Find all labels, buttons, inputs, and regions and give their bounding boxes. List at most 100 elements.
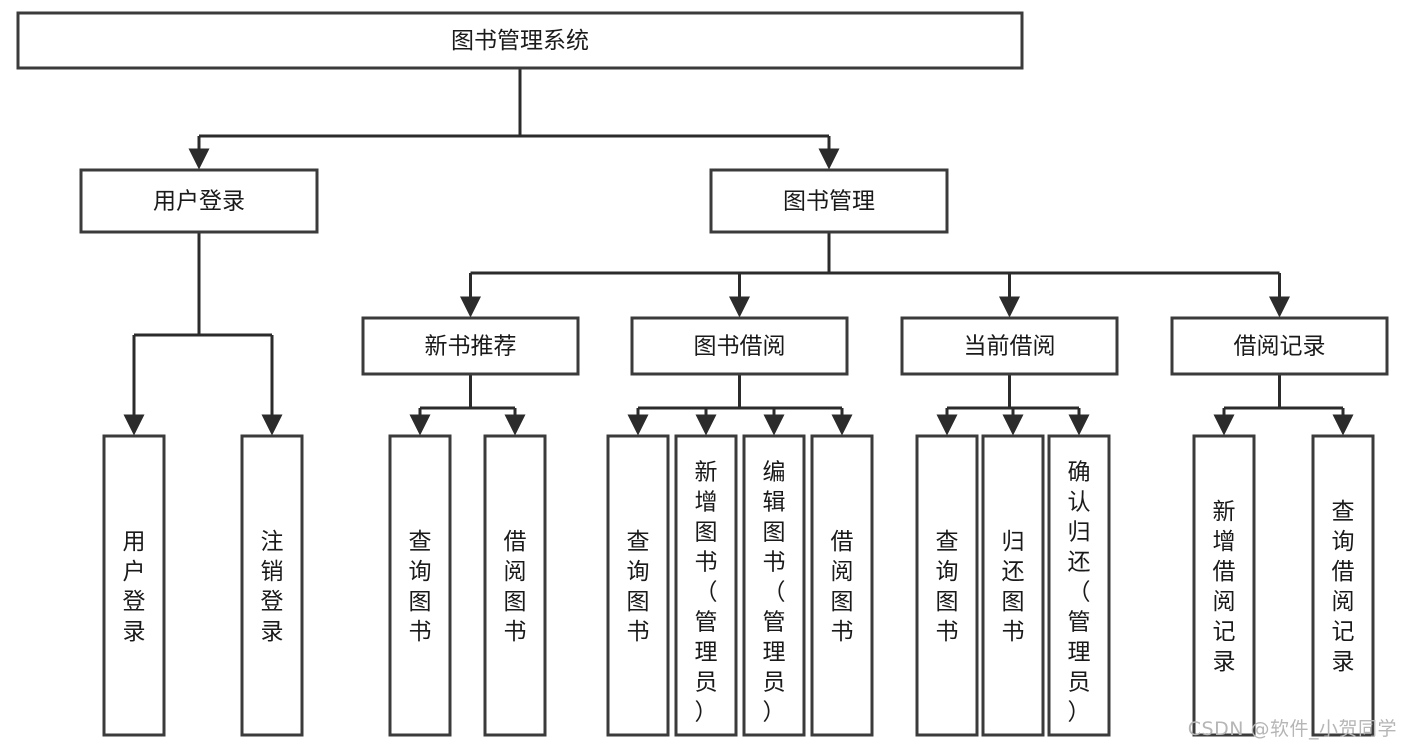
leaf-leaf-borrow-book-a-char: 借	[504, 529, 527, 555]
leaf-leaf-confirm-return-char: 还	[1068, 550, 1091, 576]
leaf-leaf-edit-book-char: 辑	[763, 490, 786, 516]
node-current-borrow[interactable]: 当前借阅	[900, 316, 1119, 376]
leaf-leaf-add-book-char: 增	[695, 490, 718, 516]
leaf-leaf-borrow-book-a-char: 阅	[504, 559, 527, 585]
leaf-leaf-return-book[interactable]: 归还图书归还图书	[981, 434, 1045, 737]
leaf-leaf-add-book-box	[674, 434, 738, 737]
leaf-leaf-confirm-return-box	[1047, 434, 1111, 737]
leaf-leaf-query-record-char: 阅	[1332, 589, 1355, 615]
leaf-leaf-query-book-c-char: 图	[936, 589, 959, 615]
leaf-leaf-query-book-c[interactable]: 查询图书查询图书	[915, 434, 979, 737]
leaf-leaf-add-record-char: 借	[1213, 559, 1236, 585]
leaf-leaf-add-book-char: 员	[695, 670, 718, 696]
leaf-leaf-borrow-book-b-char: 借	[831, 529, 854, 555]
node-current-borrow-box	[900, 316, 1119, 376]
leaf-leaf-logout-char: 录	[261, 619, 284, 645]
leaf-leaf-add-record-char: 录	[1213, 649, 1236, 675]
leaf-leaf-query-book-a-char: 询	[409, 559, 432, 585]
leaf-leaf-query-record-box	[1311, 434, 1375, 737]
node-borrow-record-box	[1170, 316, 1389, 376]
leaf-leaf-confirm-return-char: 归	[1068, 520, 1091, 546]
leaf-leaf-user-login-char: 户	[123, 559, 146, 585]
node-book-borrow-box	[630, 316, 849, 376]
leaf-leaf-user-login-char: 登	[123, 589, 146, 615]
leaf-leaf-confirm-return-char: 认	[1068, 490, 1091, 516]
leaf-leaf-borrow-book-a-box	[483, 434, 547, 737]
leaf-leaf-edit-book-char: （	[763, 580, 786, 606]
leaf-leaf-logout-char: 销	[261, 559, 284, 585]
node-book-management-label: 图书管理	[783, 189, 875, 215]
leaf-leaf-confirm-return-char: （	[1068, 580, 1091, 606]
leaf-leaf-confirm-return-char: 确	[1068, 460, 1091, 486]
node-new-book-recommend-label: 新书推荐	[425, 334, 517, 360]
node-book-management[interactable]: 图书管理	[709, 168, 949, 234]
leaf-leaf-query-book-a[interactable]: 查询图书查询图书	[388, 434, 452, 737]
leaf-leaf-edit-book-char: 员	[763, 670, 786, 696]
leaf-leaf-user-login-char: 用	[123, 529, 146, 555]
leaf-leaf-add-record-char: 增	[1213, 529, 1236, 555]
node-borrow-record-label: 借阅记录	[1234, 334, 1326, 360]
node-borrow-record[interactable]: 借阅记录	[1170, 316, 1389, 376]
leaf-leaf-add-record[interactable]: 新增借阅记录新增借阅记录	[1192, 434, 1256, 737]
leaf-leaf-query-record-char: 记	[1332, 619, 1355, 645]
leaf-leaf-logout-box	[240, 434, 304, 737]
leaf-leaf-logout-char: 登	[261, 589, 284, 615]
leaf-leaf-query-book-b-char: 查	[627, 529, 650, 555]
leaf-leaf-add-book-char: 书	[695, 550, 718, 576]
leaf-leaf-query-book-c-box	[915, 434, 979, 737]
leaf-leaf-query-book-b-char: 书	[627, 619, 650, 645]
root-node[interactable]: 图书管理系统	[16, 11, 1024, 70]
leaf-leaf-query-book-a-char: 查	[409, 529, 432, 555]
leaf-leaf-add-book-char: 图	[695, 520, 718, 546]
leaf-leaf-borrow-book-b[interactable]: 借阅图书借阅图书	[810, 434, 874, 737]
root-node-label: 图书管理系统	[451, 28, 589, 54]
leaf-leaf-query-book-c-char: 查	[936, 529, 959, 555]
leaf-leaf-add-book-char: ）	[695, 700, 718, 726]
leaf-leaf-return-book-box	[981, 434, 1045, 737]
leaf-leaf-return-book-char: 图	[1002, 589, 1025, 615]
leaf-leaf-logout[interactable]: 注销登录注销登录	[240, 434, 304, 737]
leaf-leaf-query-record-char: 借	[1332, 559, 1355, 585]
leaf-leaf-query-record-char: 查	[1332, 499, 1355, 525]
leaf-leaf-user-login[interactable]: 用户登录用户登录	[102, 434, 166, 737]
leaf-leaf-edit-book-char: ）	[763, 700, 786, 726]
leaf-leaf-return-book-char: 书	[1002, 619, 1025, 645]
leaf-leaf-edit-book-box	[742, 434, 806, 737]
leaf-leaf-borrow-book-b-char: 书	[831, 619, 854, 645]
node-user-login-label: 用户登录	[153, 189, 245, 215]
leaf-leaf-query-book-b-char: 询	[627, 559, 650, 585]
leaf-leaf-borrow-book-b-box	[810, 434, 874, 737]
leaf-leaf-borrow-book-a-char: 图	[504, 589, 527, 615]
connector-links	[123, 68, 1354, 436]
leaf-leaf-query-book-c-char: 书	[936, 619, 959, 645]
leaf-leaf-query-book-a-char: 图	[409, 589, 432, 615]
node-user-login[interactable]: 用户登录	[79, 168, 319, 234]
leaf-leaf-user-login-char: 录	[123, 619, 146, 645]
diagram-nodes: 图书管理系统用户登录图书管理新书推荐图书借阅当前借阅借阅记录用户登录用户登录注销…	[16, 11, 1389, 737]
leaf-leaf-query-book-a-char: 书	[409, 619, 432, 645]
leaf-leaf-query-book-b[interactable]: 查询图书查询图书	[606, 434, 670, 737]
leaf-leaf-confirm-return-char: 员	[1068, 670, 1091, 696]
leaf-leaf-return-book-char: 还	[1002, 559, 1025, 585]
leaf-leaf-query-book-c-char: 询	[936, 559, 959, 585]
leaf-leaf-borrow-book-a-char: 书	[504, 619, 527, 645]
leaf-leaf-query-book-b-char: 图	[627, 589, 650, 615]
leaf-leaf-add-record-char: 阅	[1213, 589, 1236, 615]
node-book-borrow[interactable]: 图书借阅	[630, 316, 849, 376]
leaf-leaf-edit-book-char: 图	[763, 520, 786, 546]
leaf-leaf-query-record-char: 询	[1332, 529, 1355, 555]
leaf-leaf-add-book-char: 管	[695, 610, 718, 636]
leaf-leaf-edit-book-char: 编	[763, 460, 786, 486]
leaf-leaf-add-record-box	[1192, 434, 1256, 737]
leaf-leaf-query-record[interactable]: 查询借阅记录查询借阅记录	[1311, 434, 1375, 737]
node-current-borrow-label: 当前借阅	[964, 334, 1056, 360]
leaf-leaf-borrow-book-a[interactable]: 借阅图书借阅图书	[483, 434, 547, 737]
leaf-leaf-add-book-char: 理	[695, 640, 718, 666]
leaf-leaf-confirm-return-char: ）	[1068, 700, 1091, 726]
node-new-book-recommend[interactable]: 新书推荐	[361, 316, 580, 376]
